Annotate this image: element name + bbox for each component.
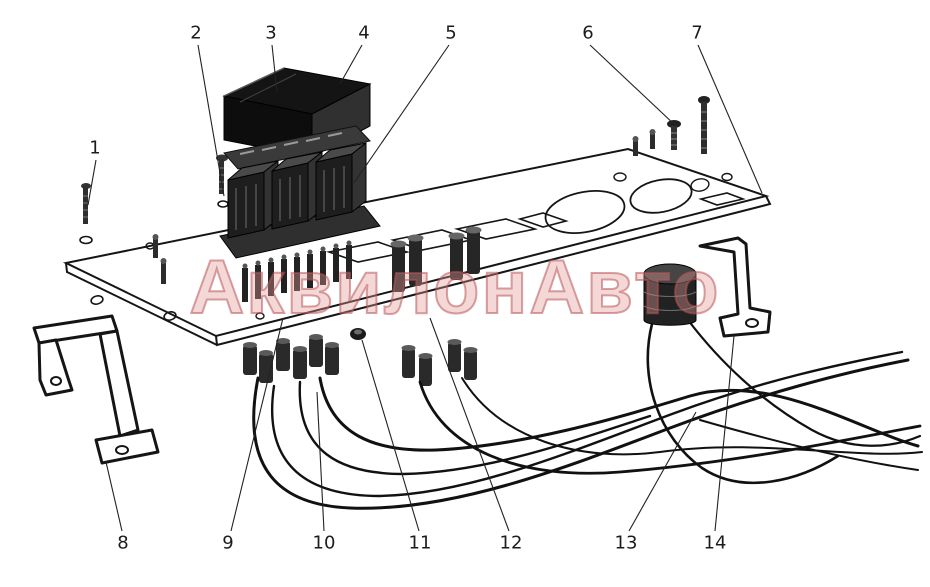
callout-14: 14 (703, 532, 727, 554)
callout-12: 12 (499, 532, 523, 554)
relay-block (219, 141, 381, 259)
bracket-14 (698, 236, 772, 338)
bracket-8 (32, 314, 160, 465)
wiring-harness (252, 318, 923, 510)
callout-10: 10 (312, 532, 336, 554)
leader-lines (87, 44, 763, 532)
fuse-plate (223, 125, 371, 170)
screw-1 (79, 183, 93, 245)
callout-7: 7 (691, 22, 703, 44)
terminal-pins (242, 240, 352, 302)
callout-4: 4 (358, 22, 370, 44)
callout-5: 5 (445, 22, 457, 44)
grommet (350, 328, 366, 340)
callout-8: 8 (117, 532, 129, 554)
callout-2: 2 (190, 22, 202, 44)
canister (643, 263, 697, 326)
panel-studs (152, 234, 167, 284)
callout-11: 11 (408, 532, 432, 554)
bolt-7 (698, 96, 710, 154)
callout-13: 13 (614, 532, 638, 554)
callout-3: 3 (265, 22, 277, 44)
connector-plugs-left (243, 334, 339, 383)
callout-1: 1 (89, 137, 101, 159)
connector-plugs-mid (390, 226, 482, 386)
small-studs-right (632, 129, 656, 156)
callout-9: 9 (222, 532, 234, 554)
callout-6: 6 (582, 22, 594, 44)
